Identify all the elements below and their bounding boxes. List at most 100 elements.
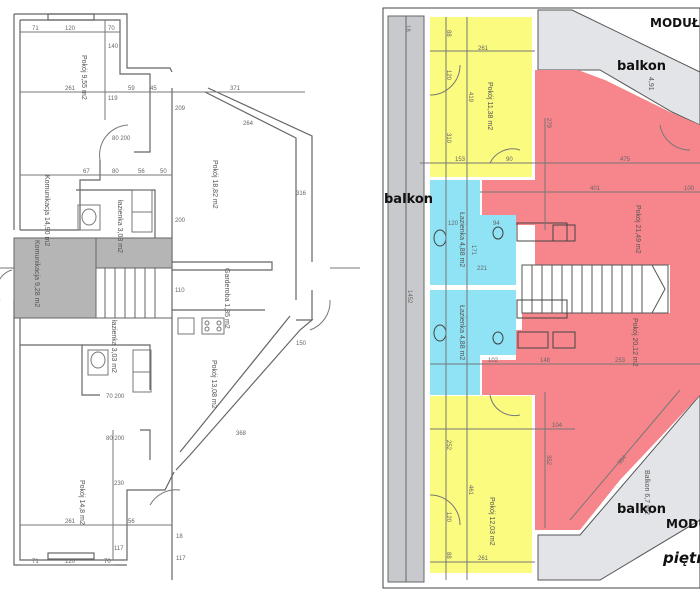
dim-label: 80 200 [106, 436, 125, 442]
balcony-area: 4,91 [647, 77, 654, 91]
room-red-bottom [482, 313, 700, 530]
dim-label: 110 [175, 288, 185, 294]
dim-label: 117 [176, 556, 186, 562]
dim-label: 461 [467, 485, 473, 496]
dim-label: 70 200 [106, 394, 125, 400]
dim-label: 56 [128, 519, 135, 525]
room-label: Łazienka 4,88 m2 [458, 212, 465, 267]
dim-label: 56 [138, 169, 145, 175]
room-label: Łazienka 4,88 m2 [458, 305, 465, 360]
dim-label: 200 [175, 218, 186, 224]
dim-label: 59 [128, 86, 135, 92]
dim-label: 70 [104, 559, 111, 565]
left-dimension-labels: 71 120 70 140 261 59 45 371 119 264 209 … [32, 26, 307, 565]
dim-label: 117 [114, 546, 124, 552]
dim-label: 475 [620, 157, 631, 163]
dim-label: 67 [83, 169, 90, 175]
dim-label: 261 [65, 86, 76, 92]
room-label: Pokój 13,08 m2 [210, 360, 217, 409]
dim-label: 264 [243, 121, 254, 127]
dim-label: 71 [32, 559, 39, 565]
dim-label: 171 [470, 245, 476, 256]
room-label: Pokój 18,82 m2 [211, 160, 218, 209]
dim-label: 18 [176, 534, 183, 540]
balcony-area: Balkon 6,7 m2 [643, 470, 650, 515]
dim-label: 70 [108, 26, 115, 32]
dim-label: 120 [445, 70, 451, 81]
dim-label: 316 [296, 191, 307, 197]
dim-label: 18 [404, 25, 410, 32]
dim-label: 310 [445, 133, 451, 144]
room-label: Pokój 14,8 m2 [78, 480, 85, 525]
dim-label: 102 [488, 358, 499, 364]
left-stairs [95, 237, 173, 319]
dim-label: 100 [684, 186, 695, 192]
left-room-labels: Pokój 9,55 m2 Pokój 18,82 m2 Komunikacja… [33, 55, 230, 525]
bathroom-bottom [430, 290, 516, 395]
balkon-label-bottom: balkon [617, 502, 666, 517]
room-label: Komunikacja 9,28 m2 [33, 240, 40, 307]
dim-label: 120 [448, 221, 459, 227]
room-label: łazienka 3,03 m2 [116, 200, 123, 253]
room-yellow-top [430, 17, 532, 177]
floor-label: piętr [662, 549, 700, 567]
dim-label: 88 [445, 552, 451, 559]
room-label: Pokój 12,03 m2 [488, 497, 495, 546]
dim-label: 80 [112, 169, 119, 175]
dim-label: 221 [477, 266, 488, 272]
dim-label: 1452 [406, 290, 412, 304]
dim-label: 261 [65, 519, 76, 525]
dim-label: 140 [108, 44, 119, 50]
room-label: Pokój 9,55 m2 [80, 55, 87, 100]
module-label-top: MODUŁ 1 [650, 16, 700, 30]
dim-label: 252 [445, 440, 451, 451]
dim-label: 368 [236, 431, 247, 437]
dim-label: 94 [493, 221, 500, 227]
stair-hall-block [13, 237, 97, 319]
right-stairs [521, 264, 669, 314]
right-floor-plan: MODUŁ 1 balkon balkon balkon MODU piętr … [382, 7, 700, 589]
left-walls [13, 13, 314, 580]
left-fixtures [77, 189, 225, 393]
dim-label: 80 200 [112, 136, 131, 142]
dim-label: 261 [478, 46, 489, 52]
dim-label: 401 [590, 186, 601, 192]
dim-label: 50 [160, 169, 167, 175]
module-label-bottom: MODU [666, 517, 700, 531]
room-label: Garderoba 1,85 m2 [223, 268, 230, 329]
dim-label: 148 [540, 358, 551, 364]
right-dimension-labels: 18 88 261 120 419 310 153 90 279 475 401… [404, 25, 695, 562]
dim-label: 230 [114, 481, 125, 487]
right-dim-lines [420, 17, 700, 580]
left-floor-plan: Pokój 9,55 m2 Pokój 18,82 m2 Komunikacja… [0, 13, 360, 580]
dim-label: 371 [230, 86, 241, 92]
room-red-connector [670, 265, 700, 313]
dim-label: 104 [552, 423, 563, 429]
room-label: łazienka 3,03 m2 [110, 320, 117, 373]
bathroom-top [430, 180, 516, 285]
dim-label: 419 [467, 92, 473, 103]
dim-label: 45 [150, 86, 157, 92]
dim-label: 71 [32, 26, 39, 32]
dim-label: 120 [65, 559, 76, 565]
left-dim-lines [0, 20, 360, 566]
dim-label: 364 [617, 454, 628, 466]
dim-label: 352 [545, 455, 551, 466]
dim-label: 90 [506, 157, 513, 163]
dim-label: 209 [175, 106, 186, 112]
balkon-label-left: balkon [384, 192, 433, 207]
room-yellow-bottom [430, 396, 532, 573]
balkon-label-top: balkon [617, 59, 666, 74]
room-label: Pokój 11,38 m2 [486, 82, 493, 130]
dim-label: 253 [615, 358, 626, 364]
dim-label: 120 [445, 512, 451, 523]
room-label: Komunikacja 14,90 m2 [43, 175, 50, 246]
dim-label: 150 [296, 341, 307, 347]
room-label: Pokój 21,49 m2 [634, 205, 641, 254]
dim-label: 88 [445, 30, 451, 37]
kitchen-fixtures [516, 222, 576, 349]
balcony-bottom [537, 394, 700, 581]
dim-label: 119 [108, 96, 118, 102]
dim-label: 279 [545, 118, 551, 129]
